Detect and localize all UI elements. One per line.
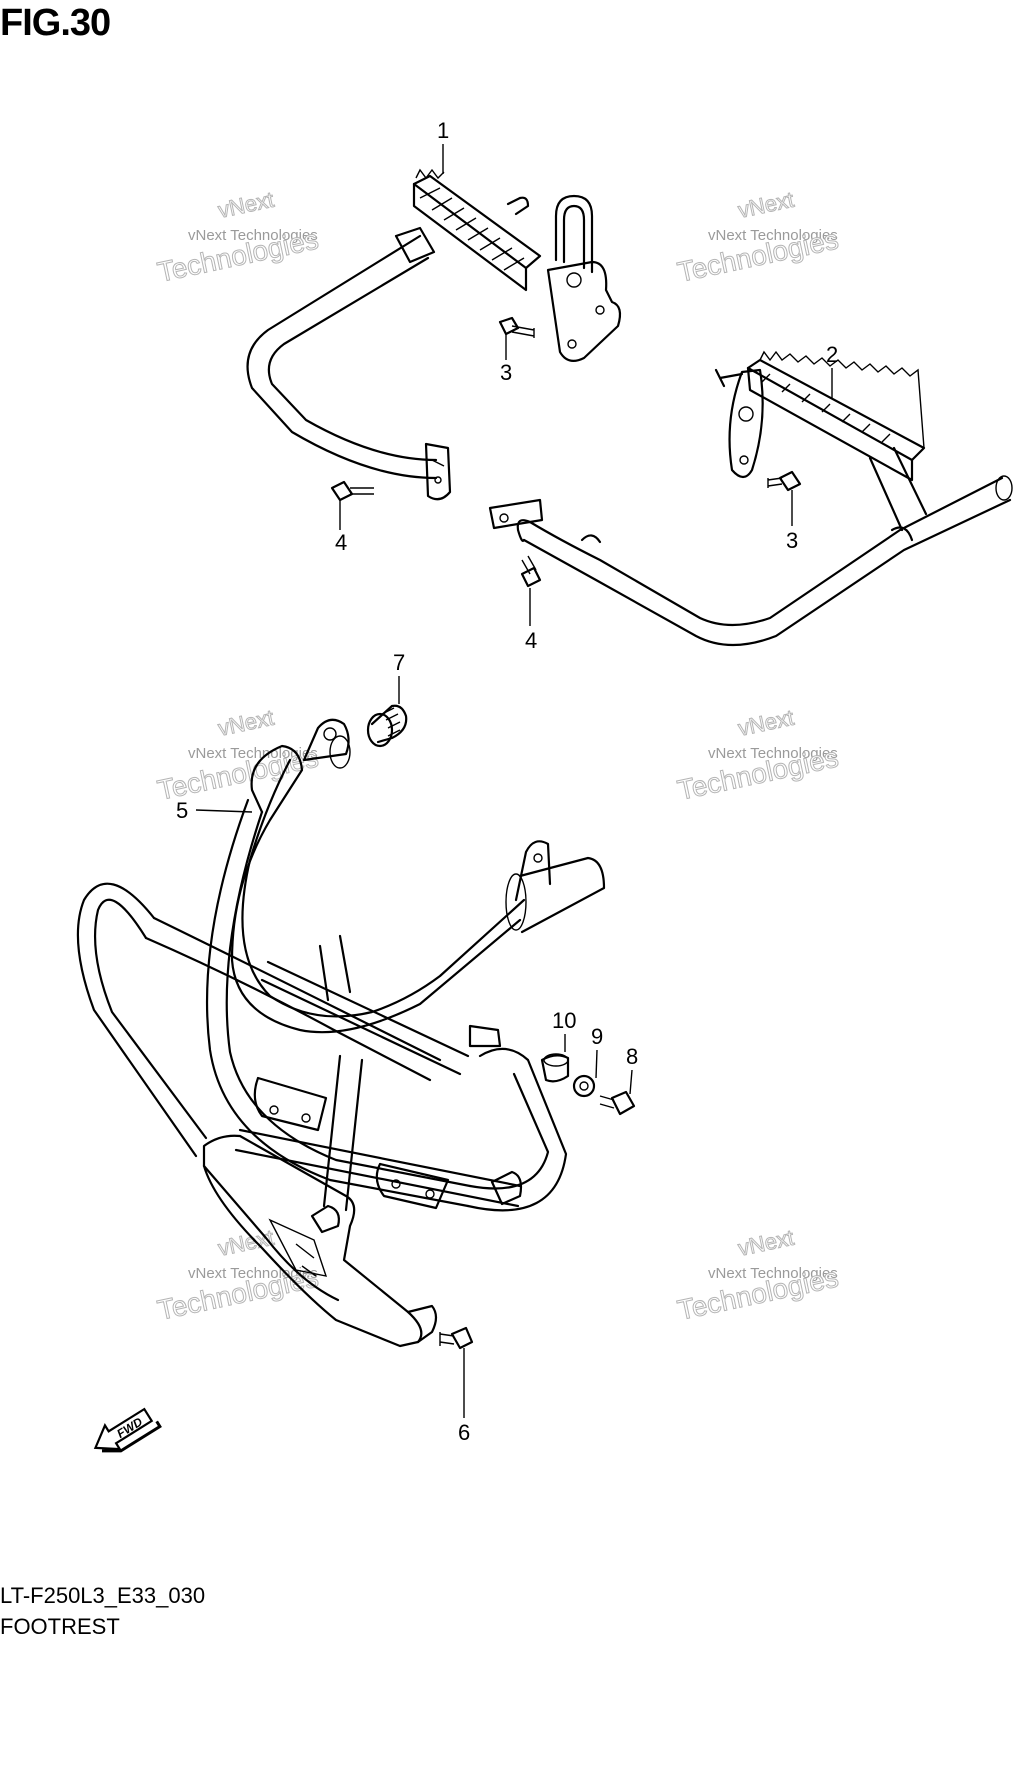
svg-text:vNext: vNext <box>736 1225 796 1261</box>
bolt-4-right <box>520 555 542 588</box>
section-name: FOOTREST <box>0 1614 120 1639</box>
svg-text:4: 4 <box>525 628 537 653</box>
callout-4-left: 4 <box>335 500 347 555</box>
svg-text:3: 3 <box>786 528 798 553</box>
svg-text:vNext: vNext <box>216 187 276 223</box>
callout-9: 9 <box>591 1024 603 1079</box>
svg-text:vNext: vNext <box>736 187 796 223</box>
svg-text:vNext Technologies: vNext Technologies <box>188 1265 318 1282</box>
watermark-top-right: vNext vNext Technologies Technologies <box>674 186 841 288</box>
svg-text:vNext Technologies: vNext Technologies <box>708 1265 838 1282</box>
bolt-3-left <box>498 316 535 338</box>
callout-3-left: 3 <box>500 334 512 385</box>
watermark-mid-right: vNext vNext Technologies Technologies <box>674 704 841 806</box>
svg-text:6: 6 <box>458 1420 470 1445</box>
left-footrest-assembly <box>246 168 622 501</box>
washer-9 <box>572 1074 596 1098</box>
bolt-6 <box>439 1326 474 1350</box>
callout-4-right: 4 <box>525 588 537 653</box>
right-footrest-assembly <box>488 350 1013 647</box>
callout-1: 1 <box>437 118 449 174</box>
svg-text:3: 3 <box>500 360 512 385</box>
collar-10 <box>540 1053 570 1083</box>
watermark-bottom-left: vNext vNext Technologies Technologies <box>154 1224 321 1326</box>
bolt-4-left <box>330 480 374 502</box>
watermark-top-left: vNext vNext Technologies Technologies <box>154 186 321 288</box>
front-bumper-guard <box>76 718 606 1348</box>
bolt-8 <box>599 1090 636 1116</box>
svg-text:9: 9 <box>591 1024 603 1049</box>
svg-text:vNext: vNext <box>736 705 796 741</box>
svg-text:10: 10 <box>552 1008 576 1033</box>
svg-text:7: 7 <box>393 650 405 675</box>
svg-text:5: 5 <box>176 798 188 823</box>
svg-text:vNext: vNext <box>216 705 276 741</box>
bolt-3-right <box>767 470 802 492</box>
svg-text:1: 1 <box>437 118 449 143</box>
svg-text:2: 2 <box>826 342 838 367</box>
figure-title: FIG.30 <box>0 2 111 44</box>
callout-8: 8 <box>626 1044 638 1095</box>
svg-text:vNext Technologies: vNext Technologies <box>708 745 838 762</box>
svg-text:4: 4 <box>335 530 347 555</box>
watermark-mid-left: vNext vNext Technologies Technologies <box>154 704 321 806</box>
callout-3-right: 3 <box>786 490 798 553</box>
model-code: LT-F250L3_E33_030 <box>0 1583 206 1608</box>
svg-text:vNext Technologies: vNext Technologies <box>188 745 318 762</box>
callout-2: 2 <box>826 342 838 398</box>
callout-5: 5 <box>176 798 253 823</box>
svg-text:vNext Technologies: vNext Technologies <box>708 227 838 244</box>
grommet-7 <box>366 704 408 748</box>
callout-6: 6 <box>458 1348 470 1445</box>
svg-text:8: 8 <box>626 1044 638 1069</box>
callout-10: 10 <box>552 1008 576 1052</box>
svg-text:vNext Technologies: vNext Technologies <box>188 227 318 244</box>
fwd-arrow-icon: FWD <box>93 1407 162 1453</box>
callout-7: 7 <box>393 650 405 704</box>
watermark-bottom-right: vNext vNext Technologies Technologies <box>674 1224 841 1326</box>
